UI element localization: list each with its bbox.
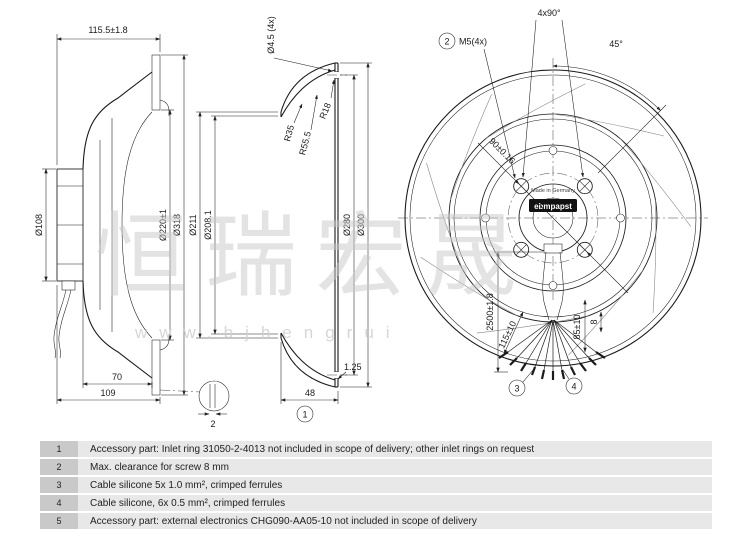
dim-label-90: 90±0.16 [487, 136, 517, 166]
notes-table: 1 Accessory part: Inlet ring 31050-2-401… [40, 441, 712, 531]
bell-outer-top [280, 62, 336, 113]
note-text: Accessory part: external electronics CHG… [78, 513, 712, 529]
dim-label-4x90: 4x90° [537, 8, 561, 18]
technical-drawing: 115.5±1.8 Ø108 Ø220±1 Ø318 Ø211 Ø208.1 7… [34, 8, 708, 429]
terminal-block [543, 243, 563, 254]
note-text: Accessory part: Inlet ring 31050-2-4013 … [78, 441, 712, 457]
dim-label-d280: Ø280 [342, 214, 352, 236]
note-row: 2 Max. clearance for screw 8 mm [40, 459, 712, 475]
note-number: 2 [40, 459, 78, 475]
front-view-dimensions: 4x90° 45° 2 M5(4x) 90±0.16 2500±1.8 115±… [438, 8, 667, 397]
dim-label-48: 48 [305, 388, 315, 398]
note-row: 3 Cable silicone 5x 1.0 mm², crimped fer… [40, 477, 712, 493]
dim-label-housing: Ø318 [172, 214, 182, 236]
dim-label-motor: Ø108 [34, 214, 44, 236]
dim-label-r555: R55.5 [297, 130, 313, 156]
dim-label-m5: M5(4x) [459, 37, 487, 47]
dim-label-125: 1.25 [344, 362, 362, 372]
rivet-bottom [548, 281, 558, 290]
cable-bundle [542, 251, 550, 321]
side-view-dimensions: 115.5±1.8 Ø108 Ø220±1 Ø318 Ø211 Ø208.1 7… [34, 25, 278, 429]
dim-label-70: 70 [112, 372, 122, 382]
bell-inner-top [280, 69, 336, 118]
note-number: 5 [40, 513, 78, 529]
callout-1-label: 1 [302, 410, 307, 420]
dim-label-width: 115.5±1.8 [88, 25, 127, 35]
bolt-circle [507, 172, 599, 264]
cable-gland [61, 280, 76, 291]
dim-label-plate: 2 [210, 419, 215, 429]
rim-section-bottom [151, 339, 161, 396]
callout-3 [508, 379, 526, 397]
made-in-germany-label: Made in Germany [531, 188, 575, 194]
dim-label-r18: R18 [317, 101, 332, 120]
side-view [53, 54, 170, 396]
housing-cone-bottom [82, 280, 153, 379]
callout-2 [438, 32, 456, 50]
dim-label-115: 115±10 [496, 319, 518, 350]
ebmpapst-logo-label: ebmpapst [534, 202, 572, 211]
note-row: 4 Cable silicone, 6x 0.5 mm², crimped fe… [40, 495, 712, 511]
dim-label-d211: Ø211 [188, 214, 198, 235]
inlet-ring-hook-bottom [159, 334, 170, 351]
callout-1 [296, 405, 314, 423]
bell-inner-bottom [280, 332, 336, 381]
dim-label-d300: Ø300 [356, 214, 366, 236]
note-text: Cable silicone 5x 1.0 mm², crimped ferru… [78, 477, 712, 493]
note-number: 1 [40, 441, 78, 457]
motor-circle [479, 144, 627, 292]
note-text: Max. clearance for screw 8 mm [78, 459, 712, 475]
dim-label-holes: Ø4.5 (4x) [266, 16, 276, 54]
rivet-top [548, 146, 558, 155]
callout-3-label: 3 [514, 384, 519, 394]
note-row: 1 Accessory part: Inlet ring 31050-2-401… [40, 441, 712, 457]
section-view [280, 62, 347, 388]
detail-circle [198, 380, 230, 412]
callout-4-label: 4 [571, 382, 576, 392]
callout-4 [565, 377, 583, 395]
dim-label-85: 85±10 [572, 315, 582, 340]
cable [53, 289, 67, 359]
note-number: 3 [40, 477, 78, 493]
screw-bottom-left [513, 241, 530, 258]
dim-label-d2081: Ø208.1 [203, 210, 213, 240]
screw-top-right [576, 178, 593, 195]
dim-label-cable: 2500±1.8 [485, 293, 495, 330]
note-number: 4 [40, 495, 78, 511]
dim-label-inlet: Ø220±1 [158, 209, 168, 241]
impeller-shroud [121, 111, 153, 339]
rim-section-top [151, 54, 161, 111]
inlet-ring-hook-top [159, 99, 170, 116]
callout-2-label: 2 [444, 37, 449, 47]
dim-label-r35: R35 [282, 124, 296, 143]
bell-outer-bottom [280, 337, 336, 388]
dim-label-8: 8 [589, 319, 599, 324]
front-view: Made in Germany ebmpapst [398, 58, 708, 380]
dim-label-45: 45° [609, 39, 623, 49]
note-text: Cable silicone, 6x 0.5 mm², crimped ferr… [78, 495, 712, 511]
section-view-dimensions: Ø4.5 (4x) R35 R55.5 R18 Ø280 Ø300 48 1.2… [266, 16, 372, 423]
dim-label-109: 109 [100, 388, 115, 398]
housing-cone-top [82, 71, 153, 170]
rivet-right [616, 213, 625, 223]
note-row: 5 Accessory part: external electronics C… [40, 513, 712, 529]
rivet-left [481, 213, 490, 223]
ebmpapst-logo [529, 199, 577, 212]
